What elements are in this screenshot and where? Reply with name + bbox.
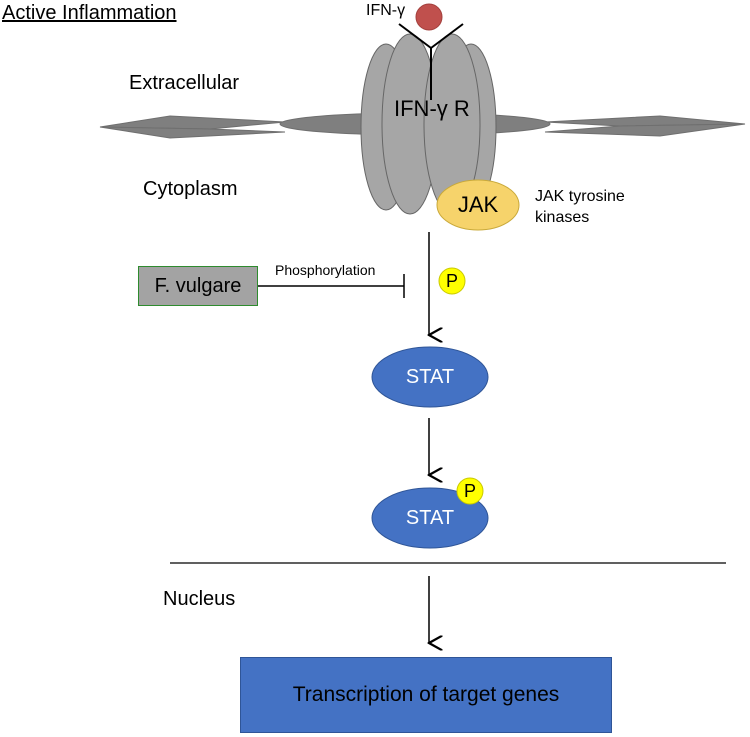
inhibitor-box: F. vulgare — [138, 266, 258, 306]
inhibition-label: Phosphorylation — [275, 262, 376, 278]
transcription-box: Transcription of target genes — [240, 657, 612, 733]
diagram-title: Active Inflammation — [2, 2, 177, 24]
phosphate-label: P — [463, 481, 476, 501]
jak-description: JAK tyrosine kinases — [535, 188, 625, 226]
receptor-binding-arms — [398, 23, 464, 100]
extracellular-label: Extracellular — [129, 72, 240, 94]
ligand-label: IFN-γ — [366, 2, 406, 19]
receptor-label: IFN-γ R — [394, 96, 470, 121]
membrane-spike-left — [99, 126, 286, 139]
inhibition-line — [258, 274, 405, 298]
jak-label: JAK — [457, 192, 499, 217]
phospho-stat-label: STAT — [405, 507, 455, 529]
phospho-stat-oval — [371, 487, 489, 549]
ifng-ligand-icon — [415, 3, 443, 31]
membrane-spike-right — [544, 123, 746, 137]
nucleus-label: Nucleus — [163, 588, 236, 610]
stat-label: STAT — [405, 366, 455, 388]
phosphate-icon — [456, 477, 484, 505]
phosphate-icon — [438, 267, 466, 295]
jak-oval — [436, 179, 520, 231]
cytoplasm-label: Cytoplasm — [143, 178, 238, 200]
ifng-receptor — [360, 33, 497, 215]
stat-oval — [371, 346, 489, 408]
phosphate-label: P — [445, 271, 458, 291]
